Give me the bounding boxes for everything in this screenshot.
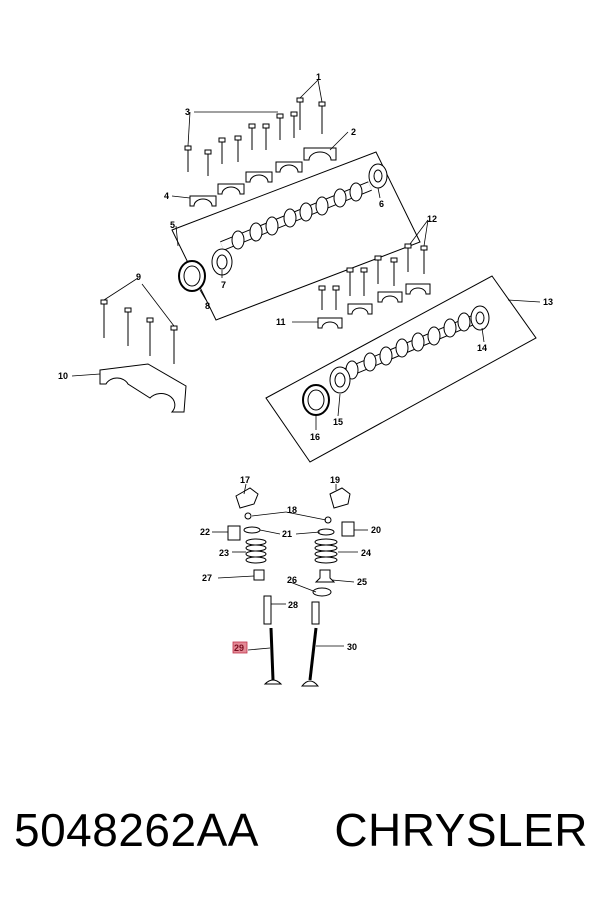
callout-27: 27 bbox=[202, 573, 212, 583]
thrust-cap-item-2 bbox=[303, 147, 337, 161]
brand-name: CHRYSLER bbox=[334, 804, 588, 856]
callout-29-highlight bbox=[232, 641, 248, 654]
lower-camshaft-panel bbox=[265, 275, 537, 463]
callout-30: 30 bbox=[347, 642, 357, 652]
upper-camshaft-group bbox=[171, 97, 421, 321]
callout-10: 10 bbox=[58, 371, 68, 381]
callout-24: 24 bbox=[361, 548, 371, 558]
bearing-cap-item-10 bbox=[99, 363, 187, 413]
bolts-item-9 bbox=[100, 299, 178, 364]
valve-train-group bbox=[227, 487, 355, 687]
callout-28: 28 bbox=[288, 600, 298, 610]
callout-1: 1 bbox=[316, 72, 321, 82]
callout-12: 12 bbox=[427, 214, 437, 224]
bearing-caps-item-4 bbox=[189, 161, 303, 207]
callout-25: 25 bbox=[357, 577, 367, 587]
exhaust-camshaft bbox=[220, 181, 372, 251]
valve-spring-item-24 bbox=[314, 538, 338, 564]
valve-seal-item-25 bbox=[314, 569, 336, 583]
callout-6: 6 bbox=[379, 199, 384, 209]
callout-23: 23 bbox=[219, 548, 229, 558]
callout-19: 19 bbox=[330, 475, 340, 485]
bolts-item-1 bbox=[296, 97, 326, 134]
callout-8: 8 bbox=[205, 301, 210, 311]
callout-5: 5 bbox=[170, 220, 175, 230]
footer: 5048262AA CHRYSLER bbox=[0, 790, 600, 870]
rocker-arm-item-19 bbox=[329, 487, 351, 509]
lash-adjuster-item-22 bbox=[227, 525, 241, 541]
callout-14: 14 bbox=[477, 343, 487, 353]
callout-16: 16 bbox=[310, 432, 320, 442]
part-number: 5048262AA bbox=[14, 804, 259, 856]
callout-2: 2 bbox=[351, 127, 356, 137]
callout-13: 13 bbox=[543, 297, 553, 307]
callout-4: 4 bbox=[164, 191, 169, 201]
valve-guide-item-28 bbox=[263, 595, 272, 625]
callout-17: 17 bbox=[240, 475, 250, 485]
bearing-caps-item-11 bbox=[317, 283, 431, 329]
valve-item-30 bbox=[300, 627, 320, 687]
bolts-item-12 bbox=[318, 243, 428, 310]
leader-lines bbox=[71, 79, 541, 651]
rocker-arm-item-17 bbox=[235, 487, 259, 509]
keeper-item-18 bbox=[244, 512, 252, 520]
callout-29[interactable]: 29 bbox=[234, 643, 244, 653]
callout-9: 9 bbox=[136, 272, 141, 282]
lash-adjuster-item-20 bbox=[341, 521, 355, 537]
upper-camshaft-panel bbox=[171, 151, 421, 321]
callout-21: 21 bbox=[282, 529, 292, 539]
lower-camshaft-group bbox=[265, 243, 537, 463]
callout-20: 20 bbox=[371, 525, 381, 535]
callout-18: 18 bbox=[287, 505, 297, 515]
sensor-wheel-item-6 bbox=[368, 163, 388, 189]
callout-7: 7 bbox=[221, 280, 226, 290]
callout-15: 15 bbox=[333, 417, 343, 427]
spring-seat-item-26 bbox=[312, 587, 332, 597]
valve-seal-item-27 bbox=[253, 569, 265, 581]
callout-22: 22 bbox=[200, 527, 210, 537]
callout-26: 26 bbox=[287, 575, 297, 585]
callout-3: 3 bbox=[185, 107, 190, 117]
valve-spring-item-23 bbox=[245, 538, 267, 564]
callout-11: 11 bbox=[276, 317, 286, 327]
retainer-item-21 bbox=[243, 526, 261, 534]
sensor-wheel-item-14 bbox=[470, 305, 490, 331]
valve-item-29 bbox=[263, 627, 283, 685]
exploded-parts-diagram: 1 2 3 4 5 6 7 8 9 10 11 12 13 14 15 16 1… bbox=[58, 72, 553, 687]
callout-labels: 1 2 3 4 5 6 7 8 9 10 11 12 13 14 15 16 1… bbox=[58, 72, 553, 654]
